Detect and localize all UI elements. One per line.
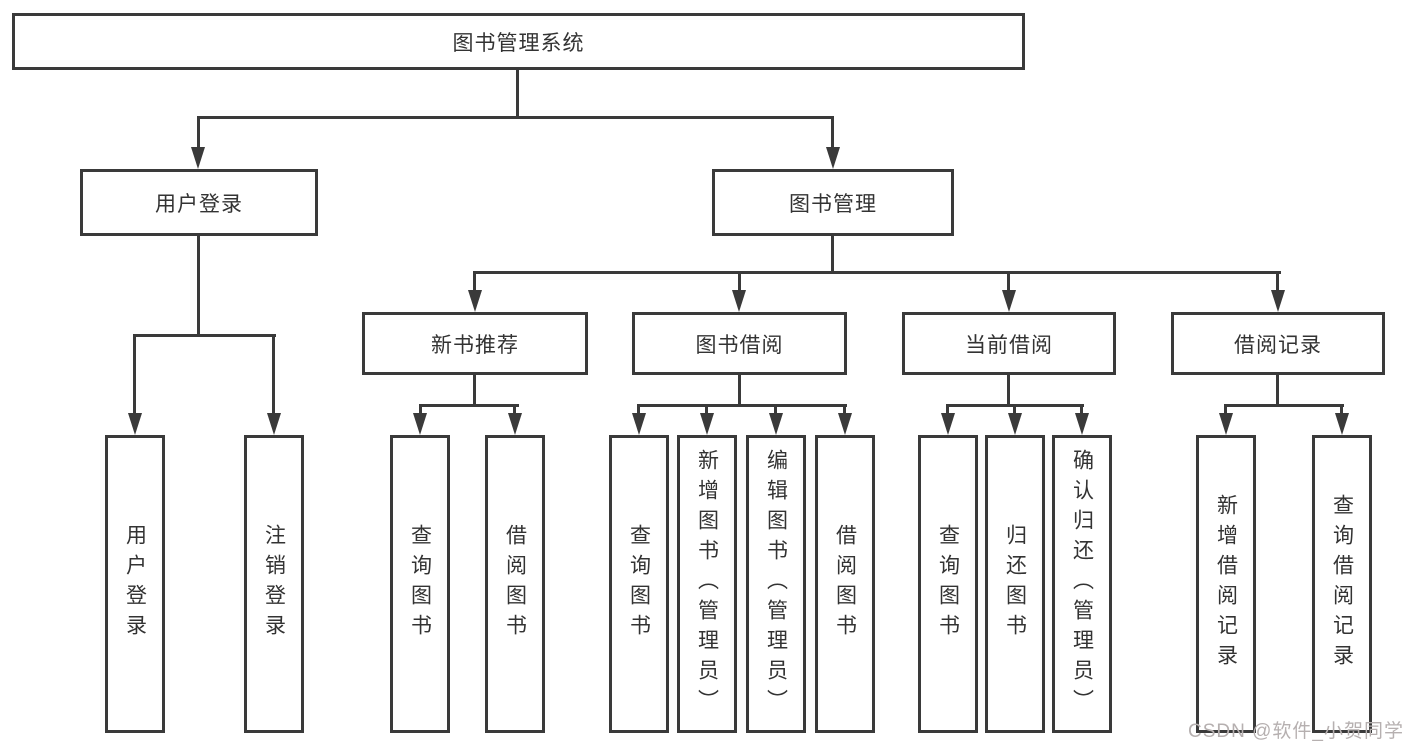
connector-line bbox=[473, 271, 1281, 274]
arrowhead-icon bbox=[700, 413, 714, 435]
arrowhead-icon bbox=[1008, 413, 1022, 435]
connector-line bbox=[831, 116, 834, 150]
leaf-add-borrow-record: 新增借阅记录 bbox=[1196, 435, 1256, 733]
connector-line bbox=[1224, 404, 1227, 415]
connector-line bbox=[272, 334, 275, 415]
arrowhead-icon bbox=[468, 290, 482, 312]
arrowhead-icon bbox=[1219, 413, 1233, 435]
arrowhead-icon bbox=[632, 413, 646, 435]
connector-line bbox=[738, 271, 741, 293]
leaf-label: 归还图书 bbox=[1003, 524, 1027, 644]
leaf-label: 查询图书 bbox=[627, 524, 651, 644]
leaf-label: 借阅图书 bbox=[833, 524, 857, 644]
leaf-label: 查询图书 bbox=[408, 524, 432, 644]
arrowhead-icon bbox=[838, 413, 852, 435]
arrowhead-icon bbox=[1075, 413, 1089, 435]
leaf-borrow-books-recommend: 借阅图书 bbox=[485, 435, 545, 733]
node-label: 用户登录 bbox=[155, 192, 243, 216]
node-label: 图书借阅 bbox=[695, 333, 784, 357]
leaf-label: 确认归还（管理员） bbox=[1070, 449, 1094, 719]
leaf-query-books-recommend: 查询图书 bbox=[390, 435, 450, 733]
connector-line bbox=[637, 404, 847, 407]
arrowhead-icon bbox=[1271, 290, 1285, 312]
leaf-add-book-admin: 新增图书（管理员） bbox=[677, 435, 737, 733]
connector-line bbox=[1007, 271, 1010, 293]
arrowhead-icon bbox=[1335, 413, 1349, 435]
arrowhead-icon bbox=[191, 147, 205, 169]
node-label: 借阅记录 bbox=[1234, 333, 1322, 357]
node-user-login: 用户登录 bbox=[80, 169, 318, 236]
node-current-borrowing: 当前借阅 bbox=[902, 312, 1116, 375]
arrowhead-icon bbox=[413, 413, 427, 435]
connector-line bbox=[473, 271, 476, 293]
connector-line bbox=[831, 236, 834, 274]
connector-line bbox=[1340, 404, 1343, 415]
connector-line bbox=[133, 334, 136, 415]
leaf-label: 注销登录 bbox=[262, 524, 286, 644]
leaf-logout: 注销登录 bbox=[244, 435, 304, 733]
node-borrow-records: 借阅记录 bbox=[1171, 312, 1385, 375]
leaf-label: 用户登录 bbox=[123, 524, 147, 644]
arrowhead-icon bbox=[941, 413, 955, 435]
leaf-confirm-return-admin: 确认归还（管理员） bbox=[1052, 435, 1112, 733]
connector-line bbox=[197, 116, 834, 119]
connector-line bbox=[197, 116, 200, 150]
arrowhead-icon bbox=[267, 413, 281, 435]
connector-line bbox=[133, 334, 276, 337]
connector-line bbox=[1276, 375, 1279, 407]
connector-line bbox=[197, 236, 200, 337]
arrowhead-icon bbox=[128, 413, 142, 435]
leaf-user-login: 用户登录 bbox=[105, 435, 165, 733]
connector-line bbox=[1080, 404, 1083, 415]
arrowhead-icon bbox=[732, 290, 746, 312]
leaf-label: 新增图书（管理员） bbox=[695, 449, 719, 719]
leaf-label: 查询图书 bbox=[936, 524, 960, 644]
leaf-label: 借阅图书 bbox=[503, 524, 527, 644]
connector-line bbox=[1013, 404, 1016, 415]
connector-line bbox=[1007, 375, 1010, 407]
leaf-query-borrow-record: 查询借阅记录 bbox=[1312, 435, 1372, 733]
connector-line bbox=[843, 404, 846, 415]
csdn-watermark: CSDN @软件_小贺同学 bbox=[1188, 721, 1404, 742]
arrowhead-icon bbox=[769, 413, 783, 435]
leaf-label: 编辑图书（管理员） bbox=[764, 449, 788, 719]
connector-line bbox=[516, 70, 519, 119]
leaf-query-books-current: 查询图书 bbox=[918, 435, 978, 733]
leaf-return-book: 归还图书 bbox=[985, 435, 1045, 733]
connector-line bbox=[774, 404, 777, 415]
leaf-edit-book-admin: 编辑图书（管理员） bbox=[746, 435, 806, 733]
node-label: 图书管理 bbox=[789, 192, 877, 216]
arrowhead-icon bbox=[508, 413, 522, 435]
node-library-management-system: 图书管理系统 bbox=[12, 13, 1025, 70]
leaf-query-books: 查询图书 bbox=[609, 435, 669, 733]
node-label: 图书管理系统 bbox=[452, 31, 585, 55]
leaf-label: 新增借阅记录 bbox=[1214, 494, 1238, 674]
leaf-borrow-book: 借阅图书 bbox=[815, 435, 875, 733]
connector-line bbox=[1224, 404, 1344, 407]
connector-line bbox=[738, 375, 741, 407]
connector-line bbox=[946, 404, 949, 415]
node-book-management: 图书管理 bbox=[712, 169, 954, 236]
node-label: 新书推荐 bbox=[431, 333, 519, 357]
connector-line bbox=[705, 404, 708, 415]
node-label: 当前借阅 bbox=[965, 333, 1053, 357]
connector-line bbox=[473, 375, 476, 407]
connector-line bbox=[1276, 271, 1279, 293]
arrowhead-icon bbox=[1002, 290, 1016, 312]
node-book-borrowing: 图书借阅 bbox=[632, 312, 847, 375]
leaf-label: 查询借阅记录 bbox=[1330, 494, 1354, 674]
connector-line bbox=[419, 404, 519, 407]
arrowhead-icon bbox=[826, 147, 840, 169]
connector-line bbox=[637, 404, 640, 415]
connector-line bbox=[419, 404, 422, 415]
connector-line bbox=[513, 404, 516, 415]
node-new-book-recommend: 新书推荐 bbox=[362, 312, 588, 375]
